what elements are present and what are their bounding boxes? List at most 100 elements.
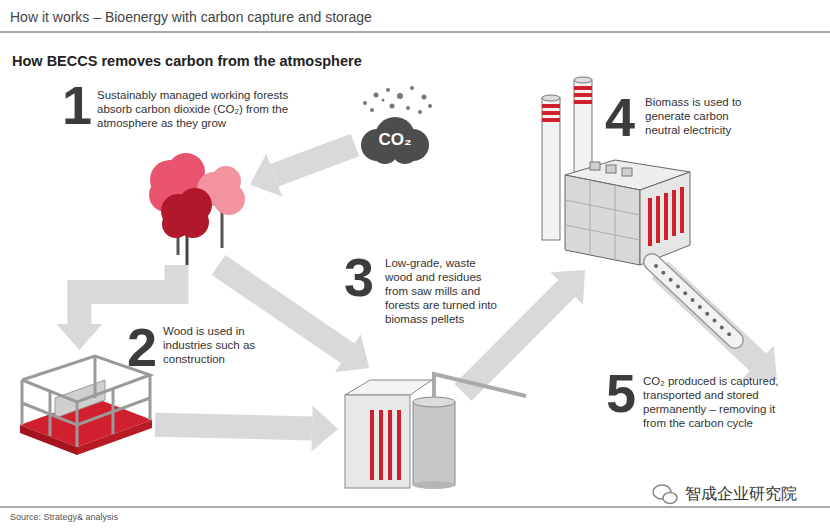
arrow-band [274, 145, 355, 175]
power-station [574, 100, 592, 104]
power-station [574, 93, 592, 97]
arrow-head [742, 345, 777, 380]
power-station [590, 162, 632, 176]
power-station [664, 193, 668, 240]
co2-dots [418, 110, 422, 114]
trees [161, 188, 212, 238]
co2-pipe [652, 262, 735, 340]
power-station [680, 187, 684, 233]
power-station [565, 225, 640, 240]
construction-step: 2Wood is used in industries such as cons… [15, 350, 155, 460]
power-station [590, 162, 600, 170]
step-text: CO₂ produced is captured, transported an… [643, 374, 781, 430]
co2-pipe [652, 262, 735, 340]
pellet-plant [413, 481, 455, 489]
power-station [565, 175, 640, 265]
source-caption: Source: Strategy& analysis [10, 512, 118, 523]
power-station [542, 98, 560, 240]
co2-dots [363, 101, 367, 105]
pellet-plant [345, 380, 432, 395]
pellet-plant [434, 374, 526, 398]
power-station [656, 196, 660, 243]
pellet-step: 3Low-grade, waste wood and residues from… [338, 368, 463, 490]
power-station [542, 104, 560, 108]
wechat-icon [653, 485, 677, 504]
step-text: Wood is used in industries such as const… [163, 324, 260, 366]
power-station [542, 95, 560, 101]
rule-lines [0, 507, 830, 508]
pellet-plant [397, 410, 401, 480]
arrow-band [79, 265, 176, 324]
flow-arrow [250, 145, 355, 197]
power-station [565, 200, 640, 215]
step-text: Low-grade, waste wood and residues from … [385, 256, 499, 326]
watermark: 智成企业研究院 [683, 484, 799, 504]
co2-dots [410, 86, 414, 90]
wechat-icon [663, 493, 677, 504]
co2-dots [386, 88, 390, 92]
forest-step: 1Sustainably managed working forests abs… [145, 150, 250, 265]
callout-number: 5 [606, 366, 636, 420]
pellet-plant [345, 395, 410, 488]
cloud-label: CO₂ [355, 130, 435, 150]
construction-frame [22, 398, 150, 425]
callout-number: 1 [62, 78, 92, 132]
power-station [574, 77, 592, 83]
step-text: Biomass is used to generate carbon neutr… [645, 95, 757, 137]
subtitle: How BECCS removes carbon from the atmosp… [12, 52, 362, 70]
power-station [672, 190, 676, 236]
storage-step: 5CO₂ produced is captured, transported a… [606, 380, 796, 434]
co2-dots [428, 104, 432, 108]
flow-arrow [155, 405, 338, 451]
power-station [622, 168, 632, 176]
pellet-plant [370, 410, 401, 480]
flow-arrow [463, 270, 585, 392]
pellet-plant [413, 397, 455, 407]
co2-dots [390, 104, 395, 109]
power-station [640, 172, 690, 265]
construction-frame [112, 389, 115, 434]
flow-arrow [56, 265, 176, 350]
arrow-head [250, 154, 282, 197]
page-title: How it works – Bioenergy with carbon cap… [10, 9, 372, 26]
co2-dots [422, 95, 427, 100]
rule-lines [0, 32, 830, 507]
co2-dots [382, 99, 385, 102]
co2-dots [370, 108, 374, 112]
power-station [606, 165, 616, 173]
construction-frame [55, 380, 105, 418]
construction-frame [94, 356, 97, 398]
co2-dots [406, 106, 410, 110]
construction-frame [49, 391, 52, 436]
power-station [650, 187, 682, 246]
power-station [648, 198, 652, 246]
arrow-head [550, 270, 585, 305]
callout-number: 2 [127, 320, 157, 374]
power-station-step: 4Biomass is used to generate carbon neut… [540, 75, 690, 270]
trees [162, 210, 190, 238]
pellet-plant [370, 410, 374, 480]
power-station [542, 111, 560, 115]
step-text: Sustainably managed working forests abso… [97, 88, 325, 130]
arrow-head [56, 324, 102, 350]
arrow-band [155, 425, 312, 429]
co2-pipe [656, 266, 731, 336]
co2-dots [363, 86, 432, 114]
co2-dots [374, 93, 379, 98]
power-station [542, 118, 560, 122]
power-station [574, 86, 592, 90]
power-station [565, 180, 640, 260]
co2-cloud: CO₂ [355, 115, 435, 165]
pellet-plant [345, 374, 526, 489]
trees [213, 183, 245, 215]
trees [149, 153, 245, 265]
pellet-plant [413, 402, 455, 485]
power-station [615, 185, 616, 260]
co2-dots [397, 93, 403, 99]
power-station [542, 104, 560, 122]
pellet-plant [379, 410, 383, 480]
co2-pipe [652, 262, 735, 340]
callout-number: 4 [605, 90, 635, 144]
rule-lines [0, 32, 830, 33]
